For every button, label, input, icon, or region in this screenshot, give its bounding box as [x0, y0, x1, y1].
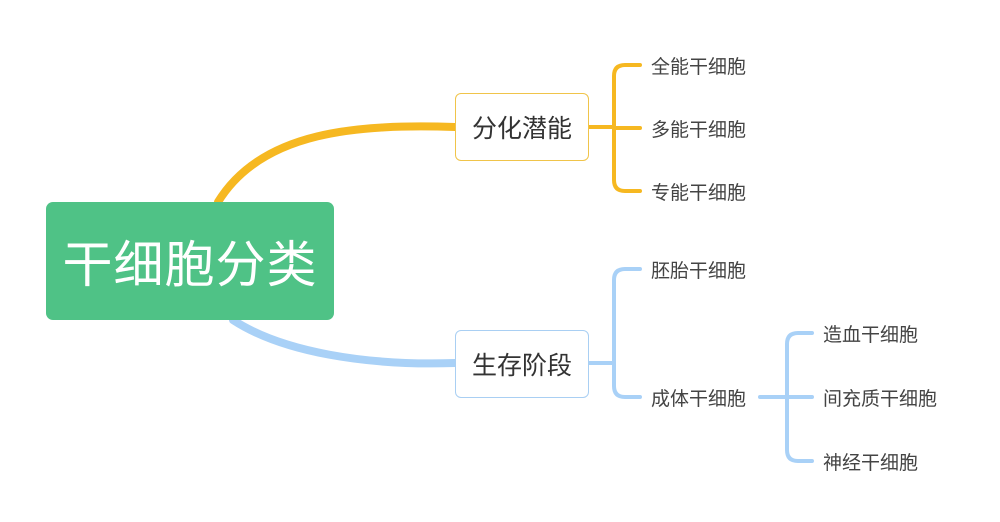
- connector-potency-leaves: [587, 63, 642, 193]
- root-label: 干细胞分类: [62, 236, 318, 294]
- connector-root-potency: [214, 122, 459, 206]
- leaf-node-embryonic[interactable]: 胚胎干细胞: [651, 254, 746, 284]
- leaf-node-neural[interactable]: 神经干细胞: [823, 446, 918, 476]
- leaf-label-unipotent: 专能干细胞: [651, 181, 747, 204]
- branch-label-stage: 生存阶段: [471, 351, 572, 380]
- connector-root-stage: [229, 316, 459, 368]
- leaf-node-pluripotent[interactable]: 多能干细胞: [651, 113, 746, 143]
- leaf-label-totipotent: 全能干细胞: [651, 55, 747, 78]
- connector-adult-leaves: [758, 331, 814, 463]
- branch-label-potency: 分化潜能: [471, 114, 572, 143]
- leaf-node-hematopoietic[interactable]: 造血干细胞: [823, 318, 918, 348]
- leaf-label-mesenchymal: 间充质干细胞: [823, 387, 938, 410]
- leaf-node-adult[interactable]: 成体干细胞: [651, 382, 746, 412]
- root-node[interactable]: 干细胞分类: [46, 202, 334, 320]
- leaf-node-unipotent[interactable]: 专能干细胞: [651, 176, 746, 206]
- connector-stage-leaves: [587, 267, 642, 399]
- leaf-node-mesenchymal[interactable]: 间充质干细胞: [823, 382, 937, 412]
- branch-node-potency[interactable]: 分化潜能: [455, 93, 589, 161]
- leaf-label-adult: 成体干细胞: [651, 387, 747, 410]
- leaf-label-embryonic: 胚胎干细胞: [651, 259, 747, 282]
- branch-node-stage[interactable]: 生存阶段: [455, 330, 589, 398]
- leaf-label-neural: 神经干细胞: [823, 451, 919, 474]
- leaf-label-pluripotent: 多能干细胞: [651, 118, 747, 141]
- leaf-label-hematopoietic: 造血干细胞: [823, 323, 919, 346]
- leaf-node-totipotent[interactable]: 全能干细胞: [651, 50, 746, 80]
